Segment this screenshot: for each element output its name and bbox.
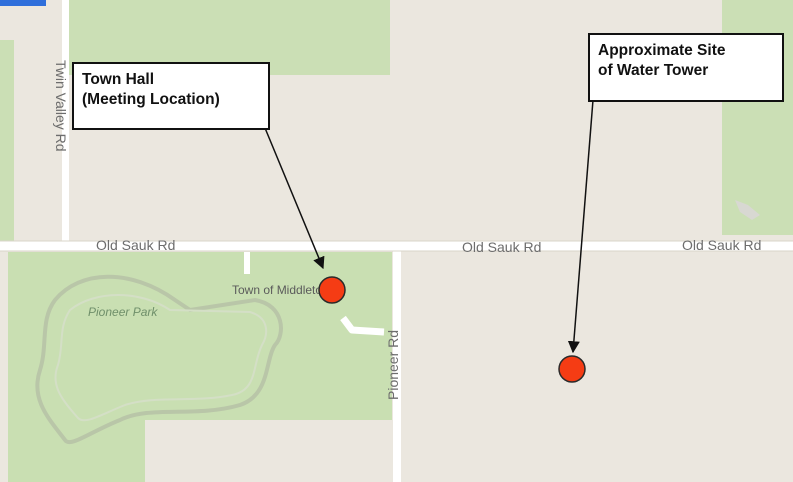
town-hall-callout-line1: Town Hall — [82, 71, 155, 88]
building-shape — [735, 200, 760, 220]
pioneer-road — [393, 245, 401, 482]
park-trail — [35, 274, 283, 445]
town-hall-callout-line2: (Meeting Location) — [82, 91, 220, 108]
town-hall-marker[interactable] — [318, 276, 346, 304]
place-label-town: Town of Middleton — [232, 283, 329, 297]
twin-valley-road — [62, 0, 69, 245]
edge-blue-tab — [0, 0, 46, 6]
water-tower-callout-line2: of Water Tower — [598, 62, 709, 79]
old-sauk-road — [0, 241, 793, 251]
road-label-twin-valley: Twin Valley Rd — [53, 60, 69, 152]
road-label-pioneer: Pioneer Rd — [385, 330, 401, 400]
town-hall-callout: Town Hall (Meeting Location) — [72, 62, 270, 130]
water-tower-callout-line1: Approximate Site — [598, 42, 726, 59]
park-trail-inner — [54, 294, 268, 422]
park-area-left-strip — [0, 40, 14, 245]
pioneer-park-area — [8, 252, 392, 482]
driveway — [340, 315, 385, 336]
water-tower-marker[interactable] — [558, 355, 586, 383]
short-road-stub — [244, 252, 250, 274]
road-label-old-sauk-2: Old Sauk Rd — [462, 239, 541, 255]
arrow-water-tower — [567, 99, 594, 354]
road-label-old-sauk-3: Old Sauk Rd — [682, 237, 761, 253]
road-label-old-sauk-1: Old Sauk Rd — [96, 237, 175, 253]
place-label-pioneer-park: Pioneer Park — [88, 305, 158, 319]
water-tower-callout: Approximate Site of Water Tower — [588, 33, 784, 102]
arrow-town-hall — [264, 127, 325, 270]
